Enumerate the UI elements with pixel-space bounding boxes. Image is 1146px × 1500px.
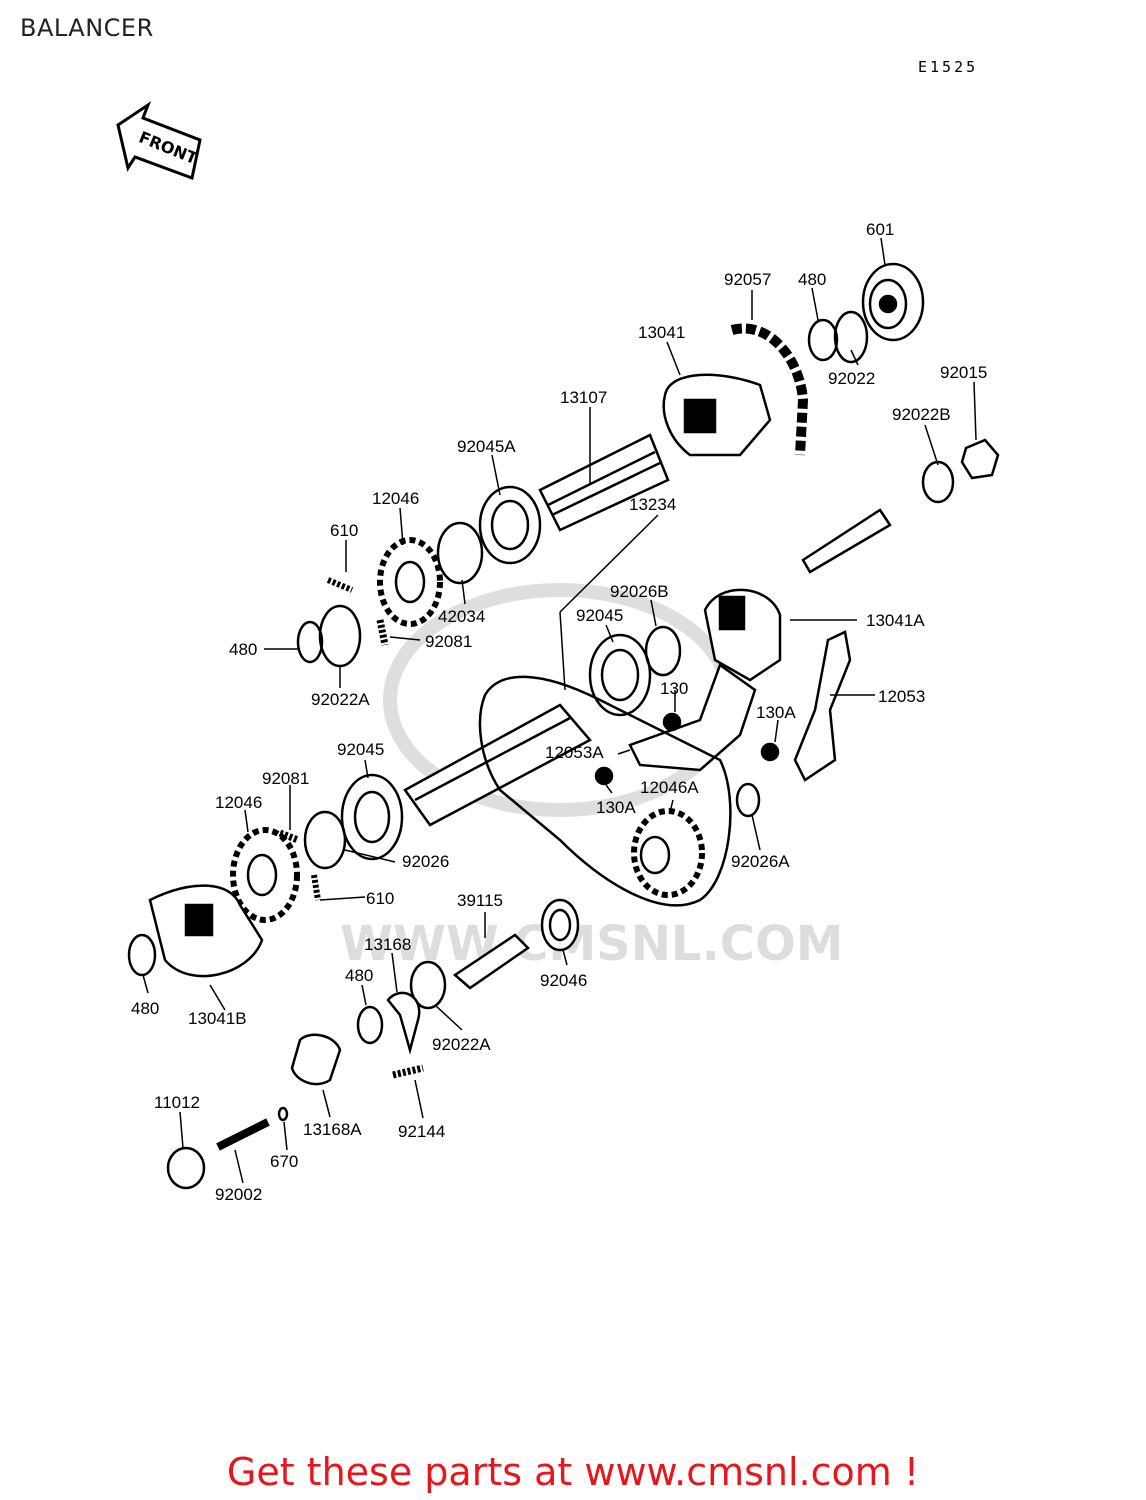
part-label: 92046 bbox=[540, 971, 587, 990]
part-label: 92045 bbox=[337, 740, 384, 759]
spring-92144 bbox=[392, 1064, 424, 1079]
spring-92081-top bbox=[376, 619, 389, 646]
gear-12046A bbox=[631, 808, 705, 898]
bolt-130 bbox=[662, 712, 682, 732]
part-label: 12046A bbox=[640, 778, 699, 797]
part-label: 92022A bbox=[432, 1035, 491, 1054]
part-label: 12053 bbox=[878, 687, 925, 706]
part-label: 13168 bbox=[364, 935, 411, 954]
nut-92015 bbox=[960, 438, 1000, 480]
part-label: 670 bbox=[270, 1152, 298, 1171]
washer-92026B bbox=[644, 625, 682, 677]
part-label: 480 bbox=[345, 966, 373, 985]
spring-92081-low bbox=[278, 829, 300, 844]
part-label: 601 bbox=[866, 220, 894, 239]
part-label: 130A bbox=[596, 798, 636, 817]
chain-92057 bbox=[730, 323, 809, 456]
part-label: 92022A bbox=[311, 690, 370, 709]
washer-92022A-low bbox=[409, 960, 447, 1010]
part-label: 130 bbox=[660, 679, 688, 698]
part-label: 92045 bbox=[576, 606, 623, 625]
page-title: BALANCER bbox=[20, 14, 154, 42]
bolt-shaft bbox=[801, 508, 892, 574]
leader-lines bbox=[142, 237, 977, 1184]
part-label: 92144 bbox=[398, 1122, 445, 1141]
circlip-480-low bbox=[356, 1005, 384, 1045]
weight-13041A bbox=[703, 588, 782, 682]
part-label: 13234 bbox=[629, 495, 676, 514]
part-label: 480 bbox=[229, 640, 257, 659]
part-label: 11012 bbox=[154, 1093, 200, 1112]
pin-92002 bbox=[216, 1118, 270, 1151]
part-label: 12046 bbox=[215, 793, 262, 812]
cap-11012 bbox=[166, 1146, 206, 1190]
part-label: 92022 bbox=[828, 369, 875, 388]
chain-loop bbox=[478, 675, 732, 907]
part-label: 92026 bbox=[402, 852, 449, 871]
part-label: 92002 bbox=[215, 1185, 262, 1204]
bearing-92045-mid bbox=[588, 633, 652, 717]
damper-42034 bbox=[436, 521, 484, 585]
shaft-13234 bbox=[403, 703, 592, 827]
part-label: 13041A bbox=[866, 611, 925, 630]
weight-13041B bbox=[148, 884, 264, 978]
plate-13168A bbox=[290, 1033, 342, 1086]
circlip-480-left bbox=[296, 620, 324, 664]
front-arrow-icon: FRONT bbox=[116, 101, 202, 181]
washer-92026 bbox=[303, 810, 347, 870]
gear-12046-top bbox=[377, 537, 443, 627]
pin-610-low bbox=[311, 874, 321, 901]
exploded-parts-diagram: WWW.CMSNL.COM FRONT bbox=[116, 101, 1000, 1204]
part-label: 92081 bbox=[425, 632, 472, 651]
part-label: 92045A bbox=[457, 437, 516, 456]
part-label: 92081 bbox=[262, 769, 309, 788]
part-label: 12046 bbox=[372, 489, 419, 508]
part-label: 480 bbox=[798, 270, 826, 289]
part-label: 92022B bbox=[892, 405, 951, 424]
bearing-92045-low bbox=[340, 773, 404, 861]
weight-13041 bbox=[662, 373, 772, 457]
part-labels: 601 92057 480 13041 92022 92015 92022B 1… bbox=[131, 220, 987, 1204]
washer-92022A-top bbox=[318, 604, 362, 668]
part-label: 12053A bbox=[545, 743, 604, 762]
part-label: 480 bbox=[131, 999, 159, 1018]
part-label: 13041 bbox=[638, 323, 685, 342]
part-label: 92026A bbox=[731, 852, 790, 871]
part-label: 13041B bbox=[188, 1009, 247, 1028]
part-label: 610 bbox=[330, 521, 358, 540]
washer-92022B bbox=[921, 460, 955, 504]
diagram-code: E1525 bbox=[918, 58, 979, 76]
shaft-39115 bbox=[452, 933, 530, 990]
bearing-92046 bbox=[540, 898, 580, 952]
circlip-480-lowleft bbox=[127, 933, 157, 977]
bolt-130A-lower bbox=[594, 766, 614, 786]
bolt-130A-right bbox=[760, 742, 780, 762]
part-label: 92026B bbox=[610, 582, 669, 601]
part-label: 13107 bbox=[560, 388, 607, 407]
washer-92026A bbox=[735, 782, 761, 818]
cam-13168 bbox=[386, 991, 421, 1055]
bearing-601 bbox=[861, 262, 925, 342]
washer-92022 bbox=[833, 310, 869, 364]
part-label: 130A bbox=[756, 703, 796, 722]
part-label: 39115 bbox=[457, 891, 503, 910]
footer-link[interactable]: Get these parts at www.cmsnl.com ! bbox=[0, 1450, 1146, 1494]
part-label: 13168A bbox=[303, 1120, 362, 1139]
watermark-text: WWW.CMSNL.COM bbox=[340, 916, 844, 972]
circlip-480-top bbox=[807, 318, 839, 362]
part-label: 92015 bbox=[940, 363, 987, 382]
part-label: 610 bbox=[366, 889, 394, 908]
bearing-92045A bbox=[478, 485, 542, 565]
shaft-13107 bbox=[538, 433, 670, 532]
gear-12046-low bbox=[230, 827, 300, 923]
bracket-12053A bbox=[628, 663, 757, 772]
footer-link-text[interactable]: Get these parts at www.cmsnl.com ! bbox=[226, 1450, 920, 1494]
pin-610-top bbox=[326, 577, 354, 593]
part-label: 92057 bbox=[724, 270, 771, 289]
lever-12053 bbox=[793, 630, 852, 782]
ring-670 bbox=[277, 1106, 289, 1122]
part-label: 42034 bbox=[438, 607, 485, 626]
